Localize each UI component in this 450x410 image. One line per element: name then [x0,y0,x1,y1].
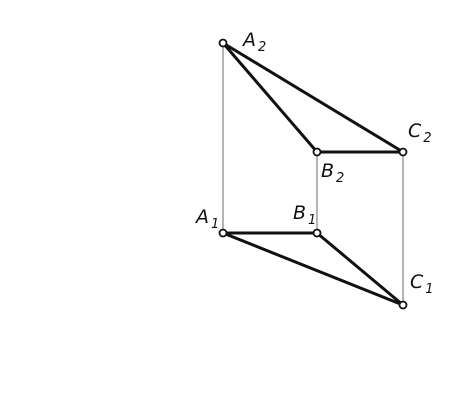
edge-a1-c1 [221,231,405,307]
point-a2 [218,38,228,48]
edge-a2-b2 [221,41,319,154]
point-c1 [398,300,408,310]
point-a1 [218,228,228,238]
point-b1 [312,228,322,238]
point-b2 [312,147,322,157]
point-c2 [398,147,408,157]
edge-b1-c1 [315,231,405,307]
edge-a2-c2 [221,41,405,154]
